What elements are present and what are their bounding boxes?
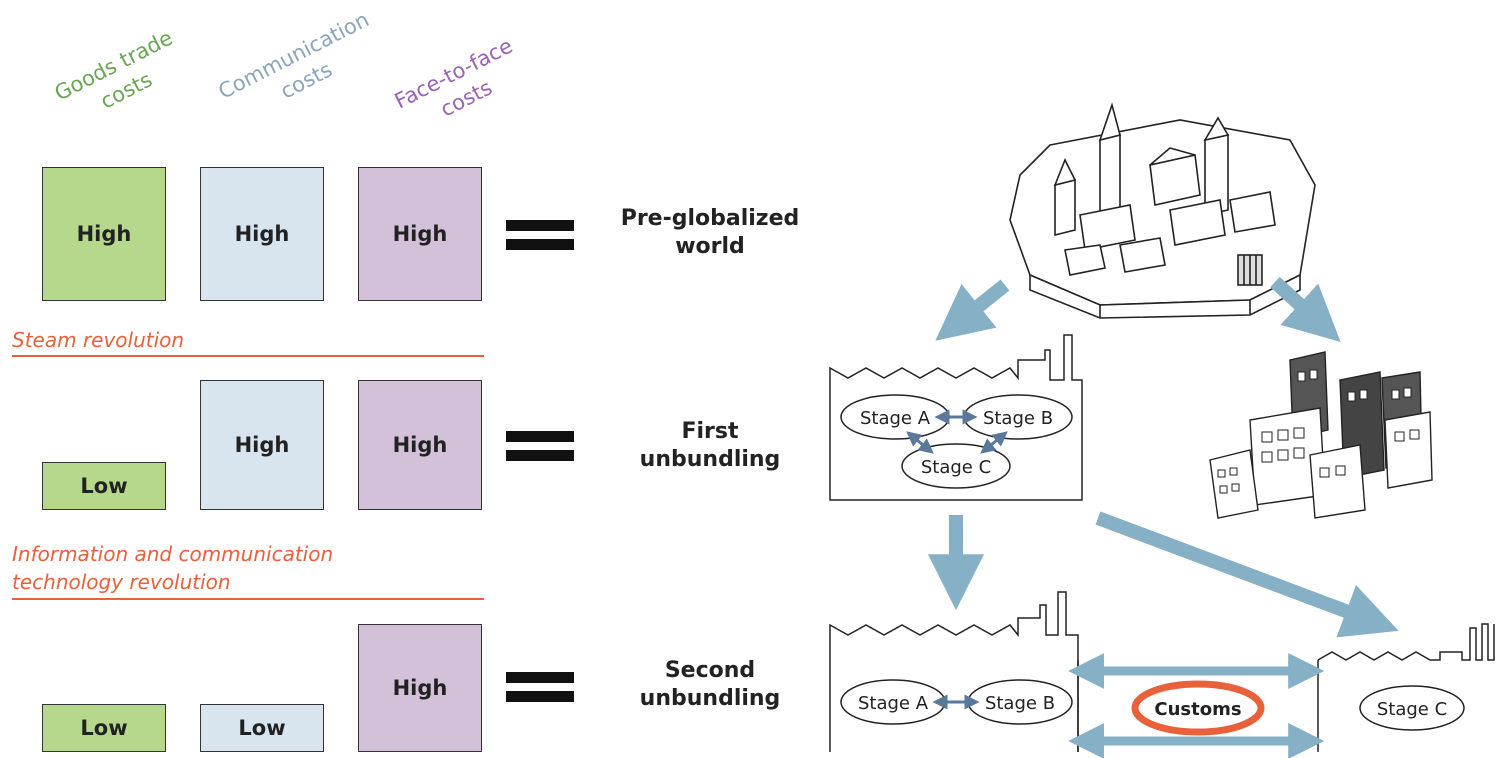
stage-a-label: Stage A	[860, 408, 931, 429]
row1-face-box: High	[358, 167, 482, 301]
arrow-stage-b-c	[980, 431, 1008, 454]
factory-ab-icon	[829, 591, 1079, 752]
row3-communication-box: Low	[200, 704, 324, 752]
ict-revolution-label: Information and communication technology…	[12, 540, 333, 596]
row2-result-line2: unbundling	[639, 447, 781, 472]
stage-c-label-second: Stage C	[1377, 699, 1447, 720]
stage-b-label: Stage B	[983, 408, 1053, 429]
row1-communication-box: High	[200, 167, 324, 301]
row2-face-box: High	[358, 380, 482, 510]
stage-c-node-second	[1359, 685, 1465, 731]
factory-c-icon	[1317, 623, 1495, 661]
row3-result-line1: Second	[664, 658, 756, 683]
walled-city-icon	[1009, 102, 1316, 319]
row2-communication-box: High	[200, 380, 324, 510]
arrow-city-to-skyline	[1270, 276, 1341, 343]
row1-goods-box: High	[42, 167, 166, 301]
row1-result-line2: world	[675, 234, 745, 259]
steam-revolution-label: Steam revolution	[12, 328, 185, 352]
row2-result: First unbundling	[590, 418, 830, 474]
stage-c-label: Stage C	[921, 457, 991, 478]
stage-c-node	[901, 443, 1011, 489]
row1-result: Pre-globalized world	[590, 205, 830, 261]
row2-result-line1: First	[681, 419, 739, 444]
ict-revolution-rule	[12, 598, 484, 600]
city-skyline-icon	[1209, 351, 1433, 519]
row3-equals-sign	[506, 672, 574, 702]
ict-revolution-line1: Information and communication	[12, 542, 334, 566]
arrow-factory-to-stage-c	[1095, 511, 1399, 638]
row3-goods-box: Low	[42, 704, 166, 752]
steam-revolution-rule	[12, 355, 484, 357]
row1-equals-sign	[506, 220, 574, 250]
arrow-stage-a-c	[906, 431, 934, 454]
row1-result-line1: Pre-globalized	[620, 206, 800, 231]
stage-a-label-second: Stage A	[858, 693, 929, 714]
row3-result: Second unbundling	[590, 657, 830, 713]
ict-revolution-line2: technology revolution	[12, 570, 231, 594]
row3-face-box: High	[358, 624, 482, 752]
arrow-city-to-factory	[935, 279, 1010, 341]
row2-goods-box: Low	[42, 462, 166, 510]
customs-icon	[1131, 680, 1265, 736]
stage-b-label-second: Stage B	[985, 693, 1055, 714]
customs-label: Customs	[1154, 699, 1241, 720]
row3-result-line2: unbundling	[639, 686, 781, 711]
row2-equals-sign	[506, 431, 574, 461]
